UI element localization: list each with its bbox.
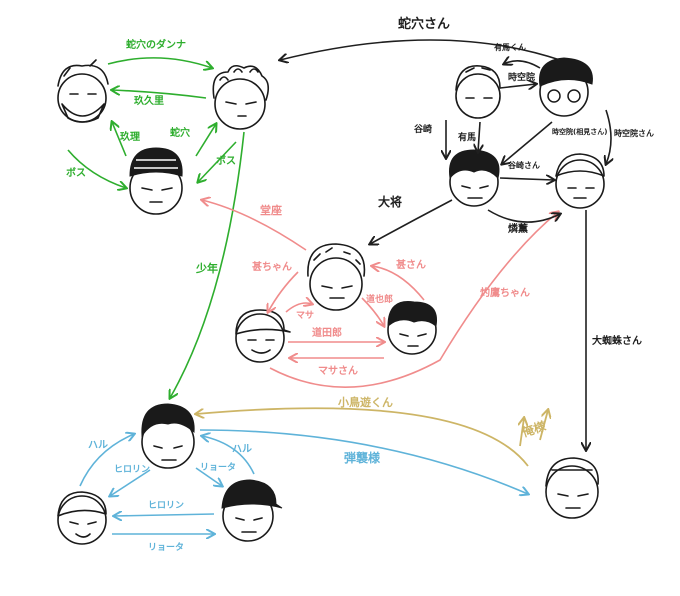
character-face-tanizaki xyxy=(556,154,604,208)
character-face-cap xyxy=(236,310,290,362)
character-face-taisho xyxy=(450,150,500,206)
arrow-tokiin-right xyxy=(606,110,611,164)
label-teyabuki: 燐薫 xyxy=(508,222,528,235)
label-tokiin-right: 時空院さん xyxy=(614,128,654,138)
label-michieda-1: 道也郎 xyxy=(366,293,393,305)
label-jaketsu-small: 蛇穴 xyxy=(170,126,190,139)
label-tokiin-inner: 時空院(相見さん) xyxy=(552,127,607,136)
character-face-michieda xyxy=(388,302,437,355)
label-douen: 堂座 xyxy=(260,203,282,217)
character-face-jin xyxy=(308,244,365,310)
label-jaketsu-no-danna: 蛇穴のダンナ xyxy=(126,38,186,51)
character-face-ookumo xyxy=(546,458,598,518)
green-relationship-arrows xyxy=(68,58,244,398)
arrow-douen xyxy=(202,200,306,250)
label-kotori-asobi-kun: 小鳥遊くん xyxy=(337,395,393,409)
label-hiroin-2: ヒロリン xyxy=(148,500,184,511)
character-face-hiroin xyxy=(58,492,106,544)
label-michieda-2: 道田郎 xyxy=(312,326,342,339)
character-face-arima xyxy=(456,66,500,118)
label-masa-san: マサさん xyxy=(318,365,358,377)
label-jin-chan: 甚ちゃん xyxy=(252,260,292,273)
label-kuku-ri-1: 玖久里 xyxy=(134,94,164,107)
arrow-arima-kun xyxy=(504,61,540,68)
label-tanizaki-san: 谷崎さん xyxy=(507,160,540,170)
label-tokiin: 時空院 xyxy=(508,71,535,83)
label-kuku-ri-2: 玖理 xyxy=(120,130,140,143)
label-arima: 有馬 xyxy=(458,131,476,143)
arrow-hiroin-2 xyxy=(114,514,214,516)
label-shonen: 少年 xyxy=(195,261,218,275)
label-ryota-1: リョータ xyxy=(200,461,236,473)
arrow-jaketsu-no-danna xyxy=(108,58,212,68)
label-masa-1: マサ xyxy=(296,310,314,321)
arrow-jakuta-chan xyxy=(270,212,558,387)
label-haru-right: ハル xyxy=(232,444,252,455)
label-jaketsu-san: 蛇穴さん xyxy=(398,16,450,32)
label-arima-kun: 有馬くん xyxy=(494,42,526,52)
label-boss-left: ボス xyxy=(66,166,86,179)
character-face-curly xyxy=(213,66,268,129)
label-taisho: 大将 xyxy=(378,194,402,209)
label-ryota-2: リョータ xyxy=(148,541,184,553)
label-haru-left: ハル xyxy=(88,440,108,451)
label-hiroin-1: ヒロリン xyxy=(114,464,150,475)
arrow-tokiin xyxy=(500,84,536,88)
arrow-arima xyxy=(478,122,480,152)
label-boss-right: ボス xyxy=(216,154,236,167)
label-jin-san: 甚さん xyxy=(396,258,426,271)
label-tanizaki-1: 谷崎 xyxy=(414,123,432,135)
label-ookumo-san: 大蜘蛛さん xyxy=(592,334,642,347)
arrow-jaketsu-small xyxy=(196,124,216,156)
character-face-tokiin xyxy=(540,58,593,116)
arrow-tanizaki-san xyxy=(500,178,554,180)
arrow-tokiin-inner xyxy=(502,122,552,164)
label-danshouju-sama: 弾襲様 xyxy=(344,450,381,465)
character-face-bandana xyxy=(58,60,108,122)
character-face-braids xyxy=(130,148,182,214)
blue-relationship-arrows xyxy=(80,430,528,534)
character-face-ryota xyxy=(222,480,282,541)
character-face-haru xyxy=(142,404,194,468)
label-jakuta-chan: 灼鷹ちゃん xyxy=(480,286,530,299)
